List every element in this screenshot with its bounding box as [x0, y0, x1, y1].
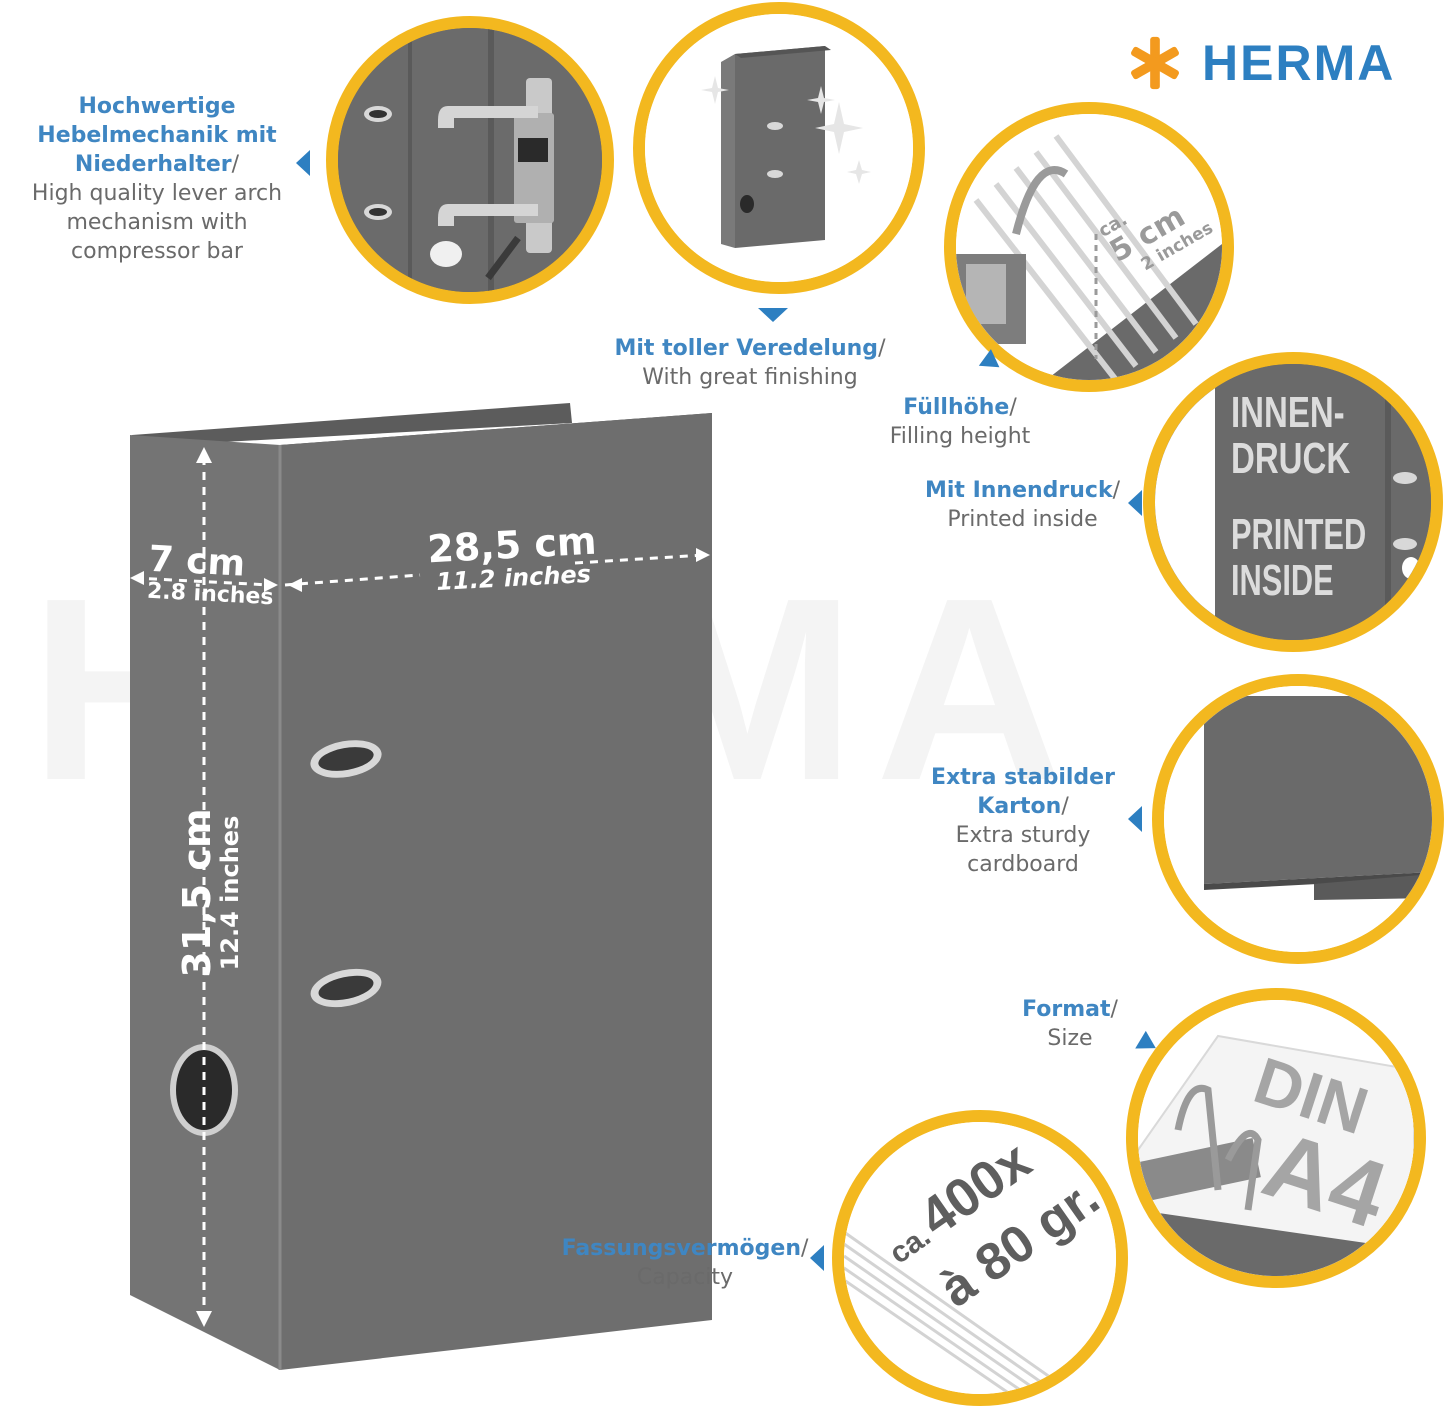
filling-label: Füllhöhe/ Filling height [889, 395, 1031, 449]
capacity-circle: ca. 400x à 80 gr. [832, 1110, 1128, 1406]
depth-dimension: 28,5 cm 11.2 inches [426, 518, 598, 597]
capacity-label: Fassungsvermögen/ Capacity [561, 1236, 809, 1290]
format-circle: DIN A4 [1126, 988, 1426, 1288]
rivet-bottom [310, 968, 382, 1008]
height-dimension: 31,5 cm 12.4 inches [175, 808, 244, 978]
printed-circle: INNEN- DRUCK PRINTED INSIDE [1143, 352, 1443, 652]
filling-circle: ca. 5 cm 2 inches [944, 102, 1234, 392]
width-dimension: 7 cm 2.8 inches [146, 538, 275, 611]
brand-name: HERMA [1202, 35, 1396, 91]
format-label: Format/ Size [1022, 997, 1118, 1051]
printed-label: Mit Innendruck/ Printed inside [924, 478, 1121, 532]
finishing-label: Mit toller Veredelung/ With great finish… [614, 336, 886, 390]
pointer-icon [758, 308, 788, 322]
cardboard-label: Extra stabilder Karton/ Extra sturdy car… [931, 765, 1115, 877]
pointer-icon [1128, 806, 1142, 832]
asterisk-star-icon [1131, 36, 1179, 90]
pointer-icon [810, 1245, 824, 1271]
finishing-circle [633, 2, 925, 294]
mechanism-label: Hochwertige Hebelmechanik mit Niederhalt… [31, 94, 283, 264]
herma-logo: HERMA [1126, 34, 1395, 92]
binder-illustration [130, 403, 712, 1370]
pointer-icon [296, 150, 310, 176]
pointer-icon [1128, 490, 1142, 516]
cardboard-circle [1152, 674, 1444, 964]
printed-badge: INNEN- DRUCK PRINTED INSIDE [1231, 388, 1367, 605]
mechanism-circle [326, 16, 614, 304]
rivet-top [310, 740, 382, 778]
